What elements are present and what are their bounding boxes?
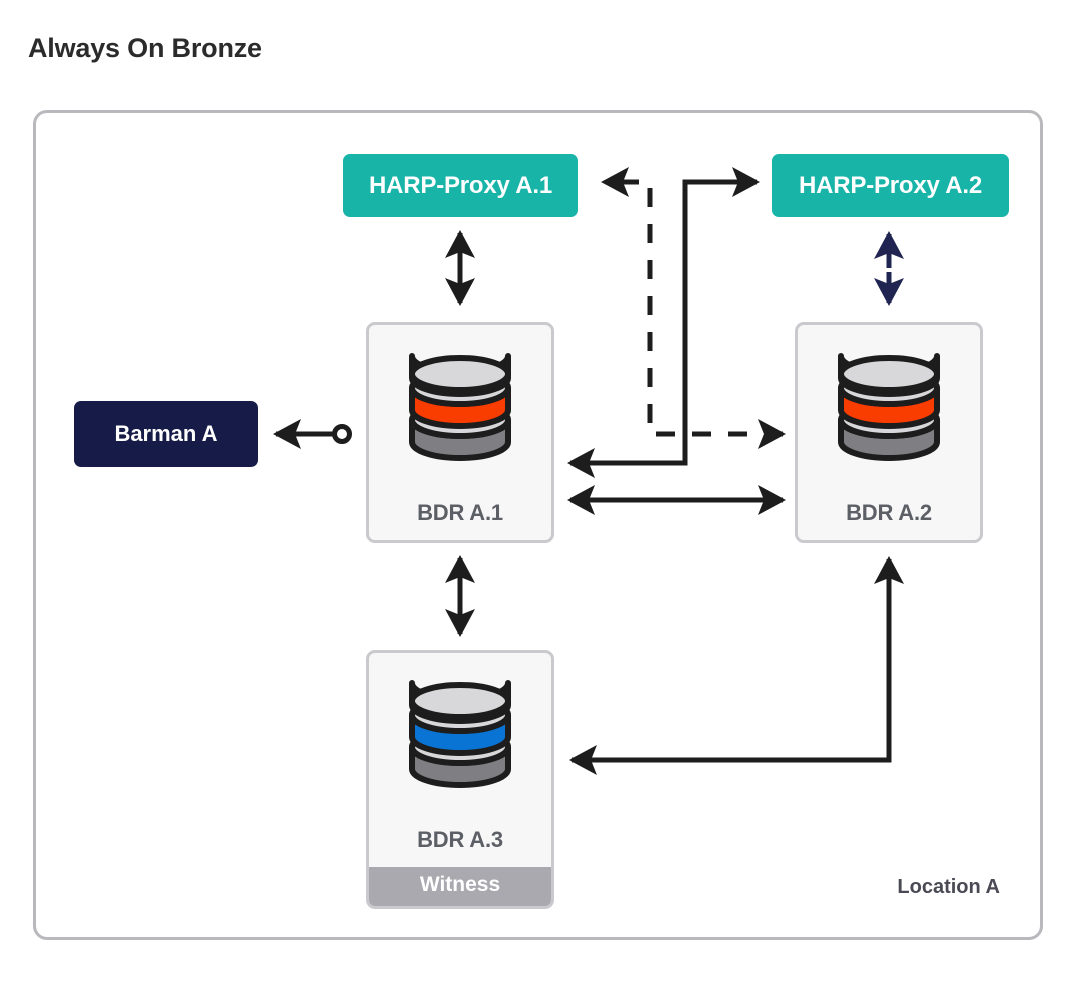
node-harp-proxy-a1[interactable]: HARP-Proxy A.1 — [343, 154, 578, 217]
node-bdr-a2-label: BDR A.2 — [846, 500, 932, 525]
bdr-a3-icon-wrap — [369, 653, 551, 827]
bdr-a2-icon-wrap — [798, 325, 980, 500]
node-bdr-a3[interactable]: BDR A.3 Witness — [366, 650, 554, 909]
node-harp-proxy-a1-label: HARP-Proxy A.1 — [368, 171, 553, 199]
database-cylinder-icon — [409, 680, 511, 788]
node-harp-proxy-a2-label: HARP-Proxy A.2 — [798, 171, 983, 199]
database-cylinder-icon — [409, 352, 511, 461]
node-harp-proxy-a2[interactable]: HARP-Proxy A.2 — [772, 154, 1009, 217]
page-title: Always On Bronze — [28, 33, 262, 63]
node-bdr-a1[interactable]: BDR A.1 — [366, 322, 554, 543]
node-bdr-a3-witness-badge: Witness — [369, 867, 551, 906]
node-bdr-a2[interactable]: BDR A.2 — [795, 322, 983, 543]
node-barman-a-label: Barman A — [114, 421, 218, 446]
node-bdr-a1-label: BDR A.1 — [417, 500, 503, 525]
location-label: Location A — [897, 876, 1000, 898]
bdr-a1-icon-wrap — [369, 325, 551, 500]
node-bdr-a3-label: BDR A.3 — [417, 827, 503, 852]
database-cylinder-icon — [838, 352, 940, 461]
node-barman-a[interactable]: Barman A — [74, 401, 258, 467]
